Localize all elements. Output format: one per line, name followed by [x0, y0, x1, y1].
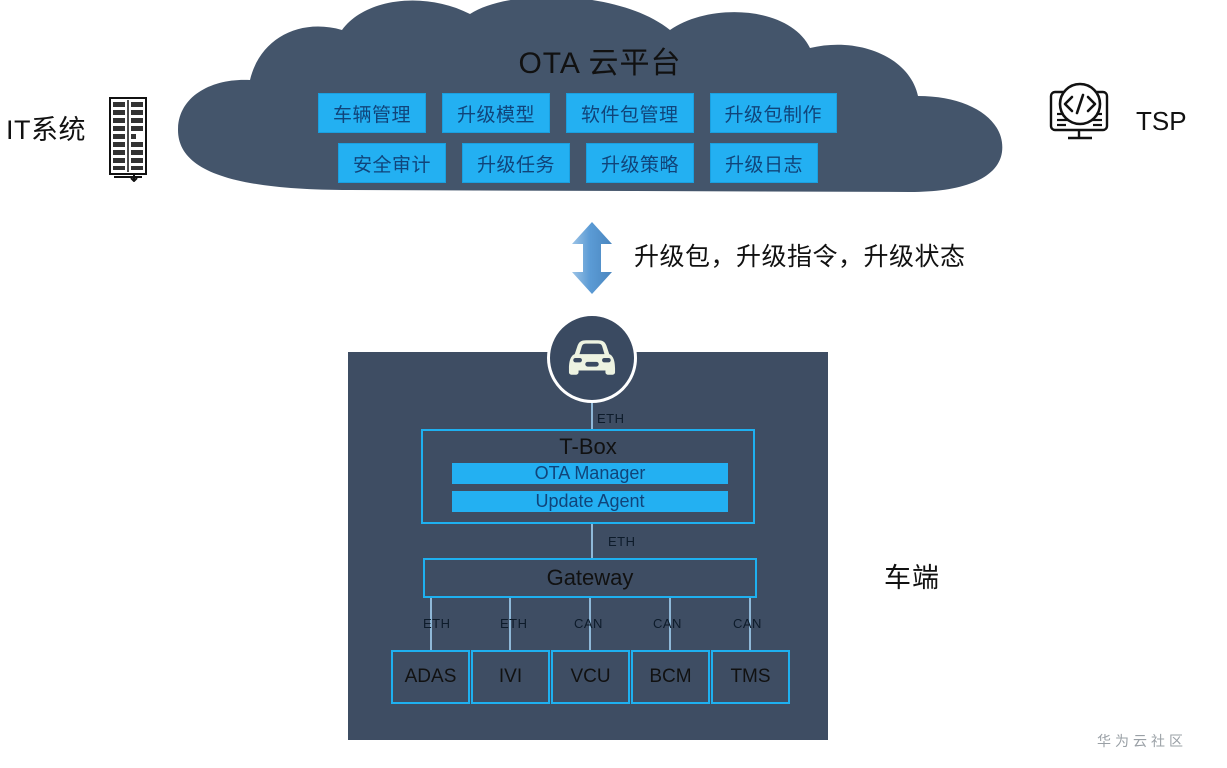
- cloud-feature-package-management[interactable]: 软件包管理: [566, 93, 694, 133]
- gateway-module: Gateway: [423, 558, 757, 598]
- link-line-tbox-gateway: [591, 524, 593, 558]
- ecu-row: ADAS IVI VCU BCM TMS: [391, 650, 791, 704]
- link-label-bus-tms: CAN: [733, 616, 762, 631]
- ecu-adas[interactable]: ADAS: [391, 650, 470, 704]
- monitor-code-icon: [1048, 82, 1124, 148]
- server-rack-icon: [108, 96, 148, 183]
- car-front-icon: [547, 313, 637, 403]
- tsp-label: TSP: [1136, 106, 1187, 136]
- cloud-feature-upgrade-policy[interactable]: 升级策略: [586, 143, 695, 183]
- ecu-tms[interactable]: TMS: [711, 650, 790, 704]
- tbox-title: T-Box: [559, 434, 617, 459]
- cloud-feature-row-2: 安全审计 升级任务 升级策略 升级日志: [338, 143, 819, 183]
- link-line-car-tbox: [591, 403, 593, 429]
- link-line-gateway-vcu: [589, 598, 591, 650]
- link-line-gateway-tms: [749, 598, 751, 650]
- ota-cloud-platform: OTA 云平台 车辆管理 升级模型 软件包管理 升级包制作 安全审计 升级任务 …: [150, 0, 1050, 215]
- cloud-feature-upgrade-model[interactable]: 升级模型: [442, 93, 551, 133]
- link-label-bus-ivi: ETH: [500, 616, 528, 631]
- tbox-update-agent[interactable]: Update Agent: [452, 491, 728, 512]
- flow-label: 升级包，升级指令，升级状态: [634, 243, 966, 271]
- tbox-ota-manager[interactable]: OTA Manager: [452, 463, 728, 484]
- link-label-bus-bcm: CAN: [653, 616, 682, 631]
- cloud-feature-security-audit[interactable]: 安全审计: [338, 143, 447, 183]
- tbox-module: T-Box OTA Manager Update Agent: [421, 429, 755, 524]
- cloud-feature-upgrade-log[interactable]: 升级日志: [710, 143, 819, 183]
- link-line-gateway-bcm: [669, 598, 671, 650]
- vehicle-side-label: 车端: [884, 563, 940, 593]
- watermark: 华为云社区: [1097, 733, 1187, 749]
- cloud-feature-package-creation[interactable]: 升级包制作: [709, 93, 838, 133]
- ecu-ivi[interactable]: IVI: [471, 650, 550, 704]
- it-system-label: IT系统: [6, 115, 86, 145]
- cloud-title: OTA 云平台: [518, 47, 682, 80]
- ecu-bcm[interactable]: BCM: [631, 650, 710, 704]
- link-label-bus-adas: ETH: [423, 616, 451, 631]
- link-label-eth-car-tbox: ETH: [597, 411, 625, 426]
- link-label-eth-tbox-gateway: ETH: [608, 534, 636, 549]
- link-line-gateway-adas: [430, 598, 432, 650]
- cloud-feature-vehicle-management[interactable]: 车辆管理: [318, 93, 427, 133]
- vehicle-side-panel: [348, 352, 828, 740]
- cloud-feature-upgrade-task[interactable]: 升级任务: [462, 143, 571, 183]
- link-label-bus-vcu: CAN: [574, 616, 603, 631]
- ecu-vcu[interactable]: VCU: [551, 650, 630, 704]
- double-arrow-vertical-icon: [568, 222, 616, 294]
- link-line-gateway-ivi: [509, 598, 511, 650]
- cloud-feature-row-1: 车辆管理 升级模型 软件包管理 升级包制作: [318, 93, 838, 133]
